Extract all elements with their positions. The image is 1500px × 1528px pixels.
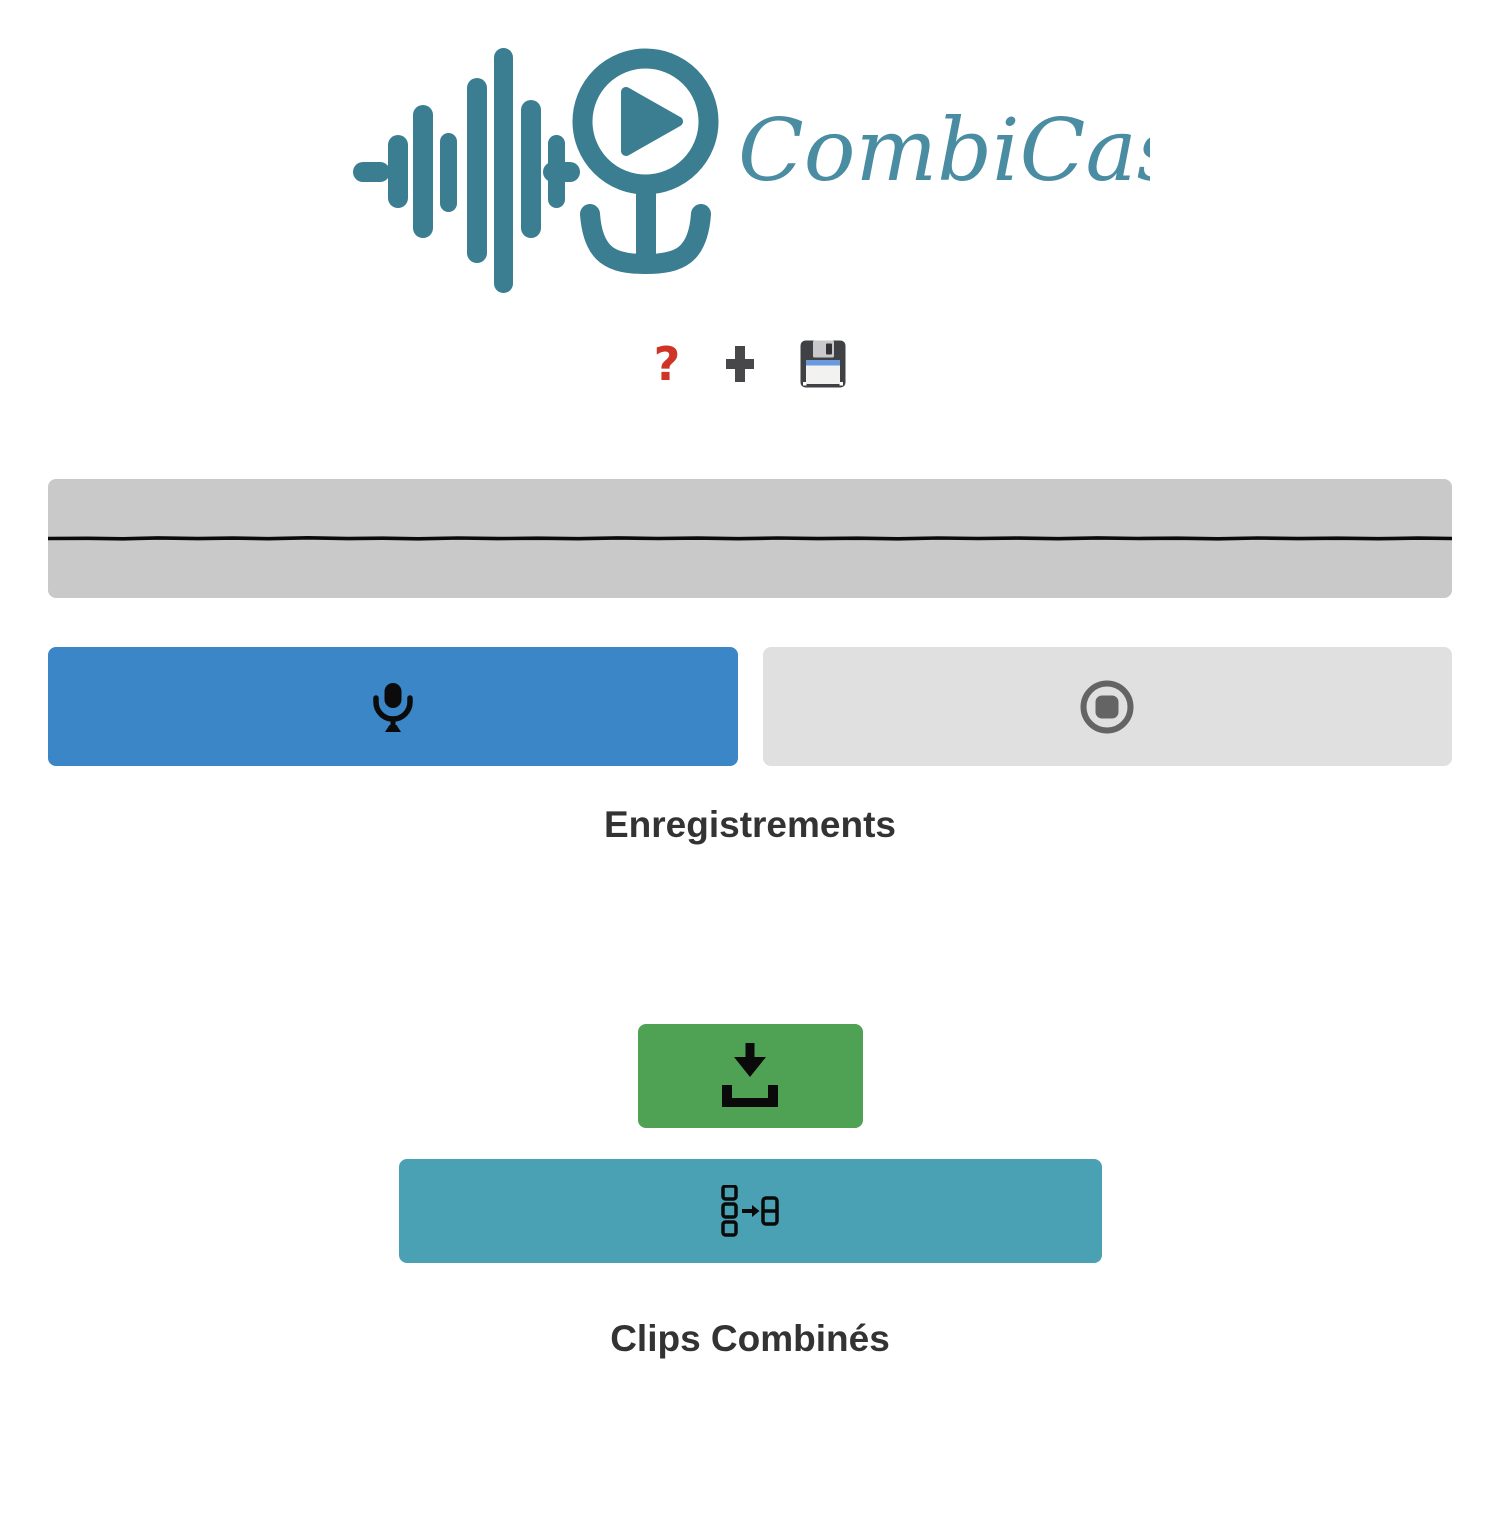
combined-section-title: Clips Combinés <box>610 1318 890 1359</box>
waveform-bars <box>353 48 580 293</box>
download-row <box>48 1024 1452 1128</box>
microphone-icon <box>373 682 413 732</box>
toolbar: ? <box>48 340 1452 388</box>
logo-wordmark: CombiCast <box>738 101 1150 201</box>
waveform-flat-line <box>48 535 1452 541</box>
combine-row <box>48 1128 1452 1263</box>
record-controls <box>48 647 1452 766</box>
question-mark-icon: ? <box>653 337 681 391</box>
record-button[interactable] <box>48 647 738 766</box>
merge-clips-icon <box>721 1185 779 1237</box>
combine-clips-button[interactable] <box>398 1159 1102 1263</box>
combicast-logo-icon: CombiCast <box>353 48 1150 293</box>
recordings-list-empty <box>48 844 1452 1024</box>
download-tray-icon <box>722 1043 778 1107</box>
save-button[interactable] <box>800 340 846 388</box>
download-button[interactable] <box>637 1024 863 1128</box>
app-page: CombiCast ? <box>48 0 1452 1358</box>
stop-circle-icon <box>1080 680 1134 733</box>
floppy-disk-icon <box>800 340 846 388</box>
add-clip-button[interactable] <box>726 346 755 382</box>
plus-icon <box>726 346 755 382</box>
help-button[interactable]: ? <box>654 340 681 388</box>
waveform-display <box>48 479 1452 598</box>
logo: CombiCast <box>48 28 1452 300</box>
recordings-section-title: Enregistrements <box>604 804 896 845</box>
stop-button[interactable] <box>762 647 1452 766</box>
mic-play-emblem <box>572 48 719 275</box>
